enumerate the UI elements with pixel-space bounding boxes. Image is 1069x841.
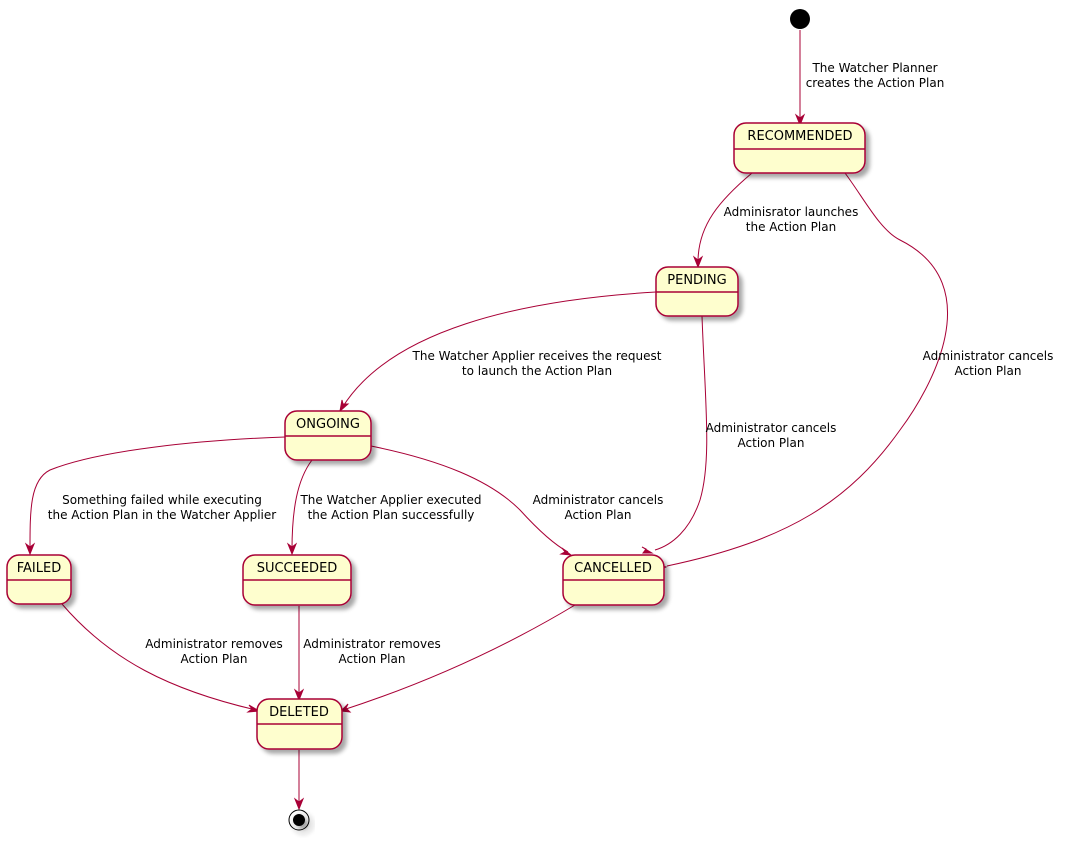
svg-text:the Action Plan in the Watcher: the Action Plan in the Watcher Applier	[48, 508, 276, 522]
svg-text:Administrator cancels: Administrator cancels	[533, 493, 664, 507]
label-ongoing-to-cancelled: Administrator cancels Action Plan	[533, 493, 664, 522]
arrowhead-failed	[24, 542, 36, 556]
label-succeeded-to-deleted: Administrator removes Action Plan	[303, 637, 440, 666]
svg-text:Administrator removes: Administrator removes	[145, 637, 282, 651]
svg-text:The Watcher Planner: The Watcher Planner	[811, 61, 937, 75]
edge-cancelled-to-deleted	[342, 604, 576, 711]
state-ongoing-label: ONGOING	[296, 417, 360, 432]
edge-recommended-to-pending	[697, 172, 753, 263]
state-recommended[interactable]	[733, 122, 866, 174]
svg-text:Administrator removes: Administrator removes	[303, 637, 440, 651]
label-pending-to-ongoing: The Watcher Applier receives the request…	[412, 349, 662, 378]
state-deleted-label: DELETED	[269, 705, 329, 720]
arrowhead-deleted-middle	[293, 688, 305, 702]
edges	[29, 30, 948, 805]
svg-text:The Watcher Applier receives t: The Watcher Applier receives the request	[412, 349, 662, 363]
svg-text:the Action Plan successfully: the Action Plan successfully	[308, 508, 475, 522]
edge-pending-to-cancelled	[654, 315, 708, 551]
arrowhead-end	[293, 797, 305, 811]
arrowheads	[24, 113, 806, 811]
arrowhead-ongoing	[339, 399, 350, 413]
svg-text:creates the Action Plan: creates the Action Plan	[806, 76, 945, 90]
state-pending[interactable]	[655, 266, 739, 317]
arrowhead-succeeded	[286, 542, 298, 556]
arrowhead-recommended	[794, 113, 806, 127]
state-pending-label: PENDING	[667, 273, 726, 288]
svg-text:Action Plan: Action Plan	[738, 436, 805, 450]
label-pending-to-cancelled: Administrator cancels Action Plan	[706, 421, 837, 450]
svg-text:the Action Plan: the Action Plan	[746, 220, 836, 234]
arrowhead-cancelled-middle	[641, 546, 654, 554]
arrowhead-cancelled-left	[559, 547, 573, 556]
label-ongoing-to-failed: Something failed while executing the Act…	[48, 493, 276, 522]
label-failed-to-deleted: Administrator removes Action Plan	[145, 637, 282, 666]
edge-ongoing-to-succeeded	[291, 459, 313, 551]
edge-ongoing-to-failed	[29, 436, 286, 551]
arrowhead-deleted-left	[246, 704, 261, 713]
state-failed-label: FAILED	[17, 561, 61, 576]
label-ongoing-to-succeeded: The Watcher Applier executed the Action …	[299, 493, 481, 522]
edge-pending-to-ongoing	[341, 291, 657, 409]
state-cancelled-label: CANCELLED	[574, 561, 652, 576]
state-deleted[interactable]	[256, 698, 343, 750]
svg-text:Adminisrator launches: Adminisrator launches	[724, 205, 859, 219]
svg-text:Something failed while executi: Something failed while executing	[62, 493, 262, 507]
svg-text:Action Plan: Action Plan	[181, 652, 248, 666]
arrowhead-pending	[692, 255, 704, 269]
state-succeeded[interactable]	[242, 554, 352, 606]
svg-text:Action Plan: Action Plan	[955, 364, 1022, 378]
label-start-to-recommended: The Watcher Planner creates the Action P…	[806, 61, 945, 90]
label-recommended-to-cancelled: Administrator cancels Action Plan	[923, 349, 1054, 378]
initial-state-marker	[790, 9, 810, 29]
edge-recommended-to-cancelled	[666, 172, 948, 567]
svg-text:to launch the Action Plan: to launch the Action Plan	[462, 364, 612, 378]
final-state-marker	[288, 809, 310, 831]
edge-failed-to-deleted	[61, 603, 257, 711]
svg-text:Administrator cancels: Administrator cancels	[923, 349, 1054, 363]
svg-text:The Watcher Applier executed: The Watcher Applier executed	[299, 493, 481, 507]
label-recommended-to-pending: Adminisrator launches the Action Plan	[724, 205, 859, 234]
svg-text:Administrator cancels: Administrator cancels	[706, 421, 837, 435]
edge-ongoing-to-cancelled	[370, 445, 569, 553]
svg-text:Action Plan: Action Plan	[339, 652, 406, 666]
state-ongoing[interactable]	[284, 410, 372, 461]
state-recommended-label: RECOMMENDED	[747, 129, 852, 144]
state-cancelled[interactable]	[562, 554, 665, 606]
svg-text:Action Plan: Action Plan	[565, 508, 632, 522]
arrowhead-deleted-right	[339, 703, 352, 713]
state-succeeded-label: SUCCEEDED	[257, 561, 338, 576]
state-failed[interactable]	[6, 554, 72, 605]
